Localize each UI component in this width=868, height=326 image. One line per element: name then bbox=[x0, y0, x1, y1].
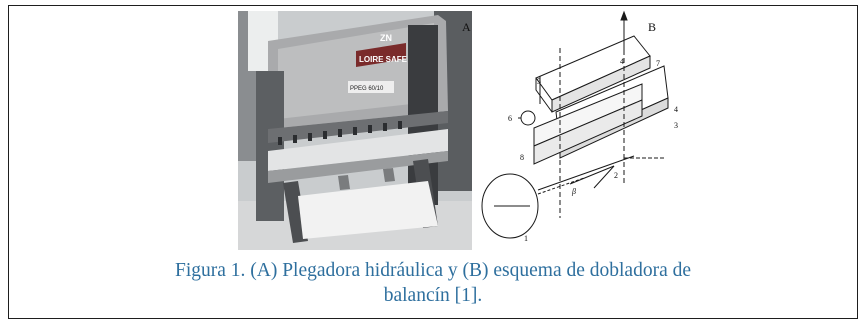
panel-a-label: A bbox=[462, 20, 471, 34]
schematic-number-4-top: 4 bbox=[620, 57, 624, 66]
caption-line-2: balancín [1]. bbox=[383, 285, 483, 306]
schematic-number-1: 1 bbox=[524, 234, 528, 243]
press-brake-photo: LOIRE SAFE ZN PPEG 60/10 bbox=[238, 11, 472, 250]
schematic-angle-symbol: β bbox=[571, 187, 576, 196]
schematic-number-8: 8 bbox=[520, 153, 524, 162]
schematic-number-7: 6 bbox=[508, 114, 512, 123]
schematic-number-6: 5 bbox=[537, 77, 541, 86]
caption-line-1: Figura 1. (A) Plegadora hidráulica y (B)… bbox=[174, 260, 692, 281]
machine-model-text: PPEG 60/10 bbox=[350, 86, 384, 92]
machine-badge-text: LOIRE SAFE bbox=[359, 55, 408, 64]
schematic-number-2: 2 bbox=[614, 171, 618, 180]
figure-caption: Figura 1. (A) Plegadora hidráulica y (B)… bbox=[8, 258, 858, 308]
bending-machine-schematic: 7 4 4 3 5 6 8 2 1 β bbox=[474, 8, 688, 252]
schematic-number-5: 7 bbox=[656, 59, 660, 68]
schematic-number-3: 3 bbox=[674, 121, 678, 130]
panel-b-label: B bbox=[648, 20, 657, 34]
schematic-number-4-right: 4 bbox=[674, 105, 678, 114]
machine-logo-text: ZN bbox=[380, 33, 392, 43]
